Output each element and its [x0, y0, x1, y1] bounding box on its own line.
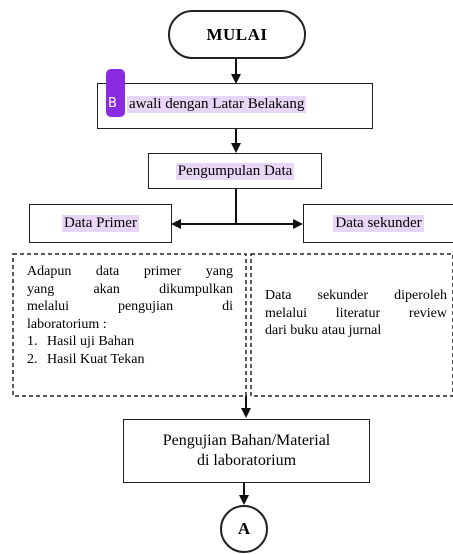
connector-a: A	[220, 505, 268, 553]
step1-badge	[106, 69, 125, 117]
primary-list-item: 1.Hasil uji Bahan	[27, 334, 135, 349]
primary-list-item: 2.Hasil Kuat Tekan	[27, 351, 145, 367]
start-label: MULAI	[206, 24, 268, 44]
data-sekunder-box: Data sekunder	[303, 204, 453, 243]
primary-desc-border	[12, 253, 247, 397]
primary-description: Adapun data primer yang yang akan dikump…	[27, 263, 233, 368]
secondary-desc-line2: melalui literatur review	[265, 305, 447, 321]
step-pengumpulan-data: Pengumpulan Data	[148, 153, 322, 189]
connector-a-label: A	[237, 519, 251, 538]
secondary-desc-line1: Data sekunder diperoleh	[265, 288, 447, 303]
primary-desc-line1: Adapun data primer yang	[27, 264, 233, 279]
primary-desc-line4: laboratorium :	[27, 316, 107, 332]
step-latar-belakang	[97, 83, 373, 129]
secondary-desc-border	[250, 253, 453, 397]
step3-line1: Pengujian Bahan/Material	[162, 432, 331, 449]
step1-label: awali dengan Latar Belakang	[127, 96, 307, 113]
secondary-label: Data sekunder	[333, 215, 424, 232]
step-pengujian-bahan: Pengujian Bahan/Material di laboratorium	[123, 419, 370, 483]
primary-label: Data Primer	[62, 215, 139, 232]
primary-desc-line2: yang akan dikumpulkan	[27, 281, 233, 297]
start-terminator: MULAI	[168, 10, 306, 59]
secondary-desc-line3: dari buku atau jurnal	[265, 323, 382, 338]
secondary-description: Data sekunder diperoleh melalui literatu…	[265, 287, 447, 340]
step1-badge-letter: B	[108, 96, 117, 111]
data-primer-box: Data Primer	[29, 204, 172, 243]
step3-line2: di laboratorium	[196, 452, 297, 469]
primary-desc-line3: melalui pengujian di	[27, 299, 233, 314]
step2-label: Pengumpulan Data	[175, 162, 295, 180]
